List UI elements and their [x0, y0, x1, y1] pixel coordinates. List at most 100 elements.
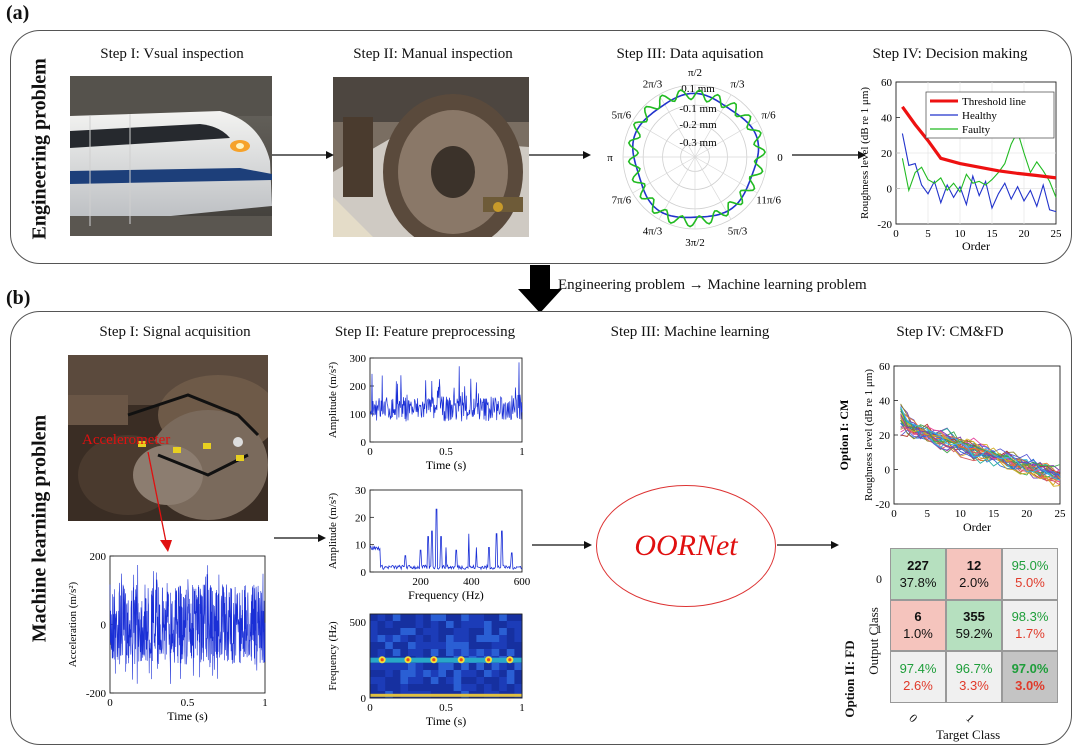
panel-b-step-4: Step IV: CM&FD — [896, 324, 1004, 340]
spec-cell — [514, 670, 523, 678]
spec-cell — [499, 642, 508, 650]
spec-cell — [385, 628, 394, 636]
spec-cell — [415, 621, 424, 629]
panel-a-step-4: Step IV: Decision making — [872, 46, 1028, 62]
spec-cell — [499, 670, 508, 678]
confusion-error: 5.0% — [1015, 574, 1045, 590]
transition-arrow — [518, 265, 562, 313]
decision-legend-label: Threshold line — [962, 96, 1026, 108]
spec-cell — [484, 677, 493, 685]
spec-cell — [491, 677, 500, 685]
spec-cell — [468, 642, 477, 650]
spec-cell — [370, 670, 379, 678]
cm-series-line — [900, 416, 1061, 486]
spec-cell — [377, 614, 386, 622]
confusion-percent: 2.0% — [959, 574, 989, 590]
spec-cell — [400, 670, 409, 678]
arrow-b-1 — [274, 534, 326, 542]
panel-a-label: (a) — [6, 2, 30, 24]
spec-cell — [438, 621, 447, 629]
accel-xtick-label: 0.5 — [181, 697, 195, 709]
spec-cell — [423, 677, 432, 685]
spec-cell — [392, 677, 401, 685]
cm-option-label: Option I: CM — [837, 400, 851, 471]
decision-healthy-line — [901, 133, 1057, 213]
spec-cell — [446, 663, 455, 671]
spec-cell — [468, 621, 477, 629]
spec-cell — [400, 614, 409, 622]
spec-cell — [476, 621, 485, 629]
spec-cell — [453, 670, 462, 678]
panel-b-label: (b) — [6, 287, 31, 309]
spec-cell — [468, 663, 477, 671]
spec-cell — [476, 684, 485, 692]
spec-cell — [385, 642, 394, 650]
spec-cell — [453, 614, 462, 622]
spec-cell — [476, 649, 485, 657]
spec-cell — [377, 670, 386, 678]
spec-cell — [461, 628, 470, 636]
spec-cell — [461, 642, 470, 650]
accel-ylabel: Acceleration (m/s²) — [67, 581, 79, 667]
spec-cell — [370, 649, 379, 657]
spec-cell — [430, 635, 439, 643]
spec-cell — [484, 670, 493, 678]
spec-cell — [461, 677, 470, 685]
spec-cell — [484, 642, 493, 650]
spec-cell — [514, 642, 523, 650]
spec-cell — [392, 635, 401, 643]
spec-cell — [408, 642, 417, 650]
spec-cell — [408, 635, 417, 643]
cm-ytick-label: 20 — [879, 430, 891, 442]
spec-xtick-label: 1 — [519, 702, 525, 714]
spec-cell — [461, 635, 470, 643]
spec-cell — [453, 635, 462, 643]
polar-angle-label: π/2 — [688, 67, 702, 79]
spec-cell — [506, 621, 515, 629]
cm-series-line — [900, 414, 1061, 481]
spec-cell — [499, 621, 508, 629]
spec-cell — [461, 614, 470, 622]
confusion-error: 3.3% — [959, 677, 989, 693]
spec-cell — [453, 663, 462, 671]
spec-cell — [415, 635, 424, 643]
accel-xlabel: Time (s) — [167, 709, 208, 723]
spec-frame — [369, 613, 523, 699]
col-label-0: 0 — [906, 711, 921, 726]
time-xtick-label: 1 — [519, 446, 525, 458]
spec-hotspot-core — [459, 658, 463, 662]
confusion-error: 2.6% — [903, 677, 933, 693]
spec-cell — [415, 670, 424, 678]
confusion-accuracy: 97.4% — [899, 660, 937, 676]
wheelset-photo — [333, 77, 529, 237]
spec-cell — [453, 621, 462, 629]
spec-cell — [400, 635, 409, 643]
spec-cell — [499, 628, 508, 636]
spec-cell — [370, 684, 379, 692]
cm-ytick-label: 40 — [879, 396, 891, 408]
spec-cell — [484, 628, 493, 636]
spec-cell — [491, 663, 500, 671]
spec-cell — [514, 677, 523, 685]
spec-hotspot-core — [508, 658, 512, 662]
spec-cell — [484, 635, 493, 643]
cm-ylabel: Roughness level (dB re 1 μm) — [863, 369, 875, 501]
spec-cell — [453, 677, 462, 685]
spec-cell — [438, 642, 447, 650]
spec-cell — [430, 614, 439, 622]
spec-cell — [453, 628, 462, 636]
spec-cell — [453, 649, 462, 657]
spec-cell — [370, 642, 379, 650]
spec-cell — [377, 642, 386, 650]
freq-xlabel: Frequency (Hz) — [408, 588, 484, 602]
decision-ytick-label: -20 — [877, 219, 892, 231]
row-label-0: 0 — [876, 572, 882, 586]
polar-radius-label: -0.2 mm — [679, 119, 717, 131]
spec-xtick-label: 0 — [367, 702, 373, 714]
